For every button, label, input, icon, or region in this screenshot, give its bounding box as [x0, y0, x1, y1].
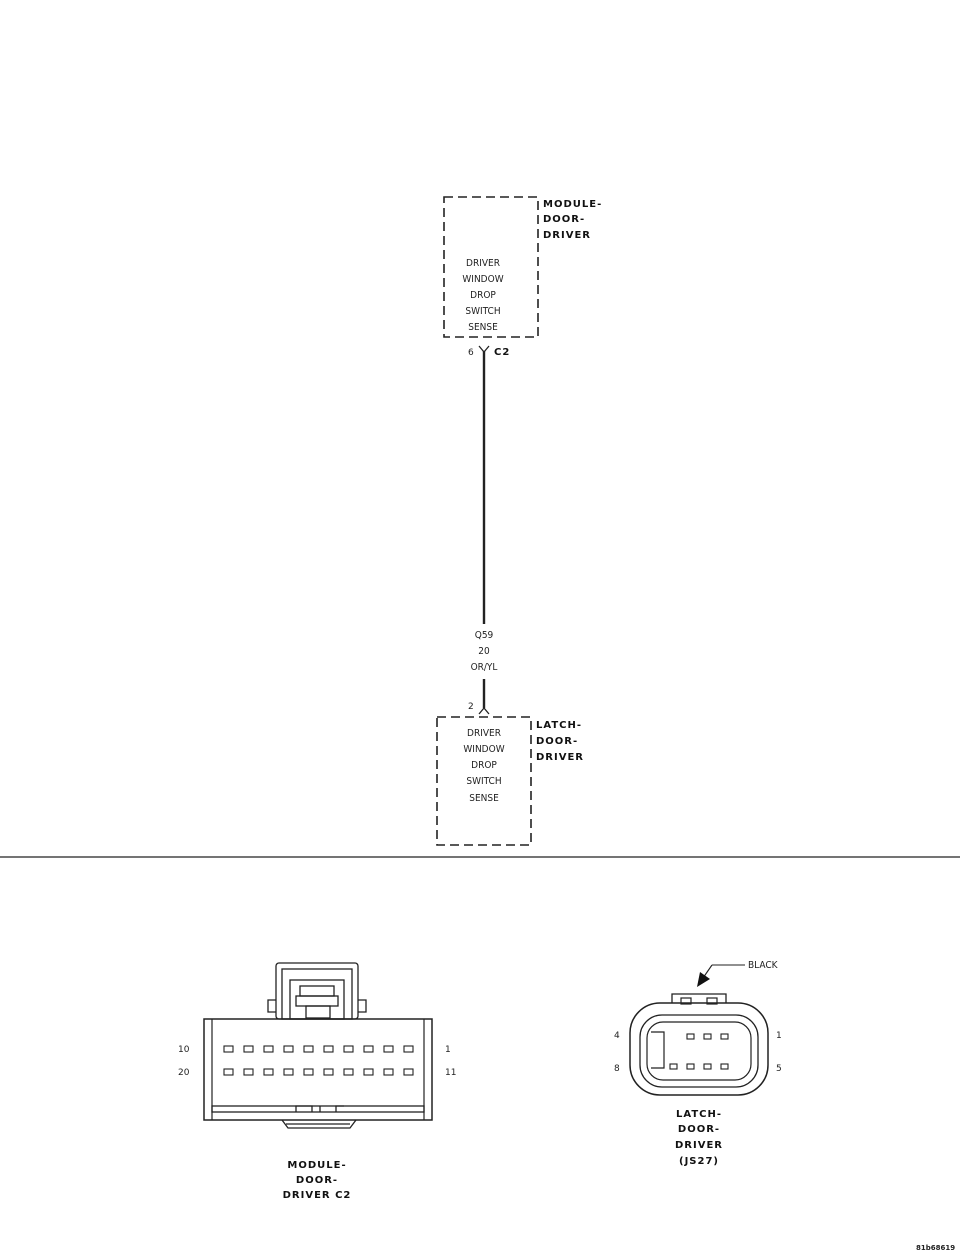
- c2-cavity: [323, 1068, 334, 1076]
- c2-cavity: [263, 1068, 274, 1076]
- c2-cavity: [403, 1068, 414, 1076]
- js27-cavity: [669, 1063, 678, 1070]
- c2-cavity: [303, 1045, 314, 1053]
- c2-cavity: [363, 1068, 374, 1076]
- latch-function-line-3: DROP: [471, 760, 497, 771]
- js27-caption-line-1: LATCH-: [676, 1109, 722, 1120]
- latch-connector-terminal-icon: [478, 706, 490, 715]
- js27-cavity: [686, 1063, 695, 1070]
- module-pin-number: 6: [468, 348, 474, 358]
- module-function-line-4: SWITCH: [465, 306, 500, 317]
- c2-pin-label-10: 10: [178, 1045, 190, 1055]
- latch-door-driver-box: [436, 716, 532, 846]
- module-function-line-2: WINDOW: [462, 274, 503, 285]
- c2-pin-label-11: 11: [445, 1068, 456, 1078]
- module-function-line-3: DROP: [470, 290, 496, 301]
- js27-cavity: [686, 1033, 695, 1040]
- module-name-line-2: DOOR-: [543, 214, 585, 225]
- c2-cavity: [223, 1045, 234, 1053]
- module-name-line-1: MODULE-: [543, 199, 602, 210]
- latch-name-line-1: LATCH-: [536, 720, 582, 731]
- c2-cavity: [383, 1045, 394, 1053]
- c2-cavity: [343, 1068, 354, 1076]
- wire-circuit-label: Q59: [475, 630, 494, 641]
- latch-name-line-2: DOOR-: [536, 736, 578, 747]
- connector-c2-cavities-row-2: [223, 1068, 414, 1076]
- latch-function-line-4: SWITCH: [466, 776, 501, 787]
- js27-pin-label-1: 1: [776, 1031, 782, 1041]
- c2-pin-label-20: 20: [178, 1068, 190, 1078]
- js27-caption-line-2: DOOR-: [678, 1124, 720, 1135]
- c2-cavity: [383, 1068, 394, 1076]
- c2-cavity: [303, 1068, 314, 1076]
- c2-cavity: [323, 1045, 334, 1053]
- c2-caption-line-3: DRIVER C2: [283, 1190, 352, 1201]
- color-callout-label: BLACK: [748, 960, 779, 971]
- connector-c2-face-view: 10 1 20 11 MODULE- DOOR- DRIVER C2: [178, 962, 456, 1201]
- latch-pin-number: 2: [468, 702, 474, 712]
- latch-name-line-3: DRIVER: [536, 752, 584, 763]
- module-door-driver-component: MODULE- DOOR- DRIVER DRIVER WINDOW DROP …: [443, 196, 602, 358]
- latch-door-driver-component: 2 LATCH- DOOR- DRIVER DRIVER WINDOW DROP…: [436, 702, 584, 846]
- c2-caption-line-2: DOOR-: [296, 1175, 338, 1186]
- c2-cavity: [403, 1045, 414, 1053]
- js27-cavity: [703, 1033, 712, 1040]
- wire-color-label: OR/YL: [471, 662, 498, 673]
- js27-cavity: [703, 1063, 712, 1070]
- c2-cavity: [283, 1045, 294, 1053]
- js27-caption-line-4: (JS27): [679, 1156, 719, 1167]
- module-door-driver-box: [443, 196, 539, 338]
- latch-function-line-5: SENSE: [469, 793, 499, 804]
- js27-caption-line-3: DRIVER: [675, 1140, 723, 1151]
- c2-caption-line-1: MODULE-: [287, 1160, 346, 1171]
- c2-cavity: [243, 1045, 254, 1053]
- c2-cavity: [223, 1068, 234, 1076]
- figure-id: 81b68619: [916, 1244, 955, 1252]
- connector-js27-shell: [629, 1002, 769, 1096]
- js27-pin-label-4: 4: [614, 1031, 620, 1041]
- latch-function-line-1: DRIVER: [467, 728, 501, 739]
- c2-pin-label-1: 1: [445, 1045, 451, 1055]
- module-function-line-5: SENSE: [468, 322, 498, 333]
- c2-cavity: [263, 1045, 274, 1053]
- black-callout-arrow-icon: [697, 972, 710, 987]
- c2-cavity: [283, 1068, 294, 1076]
- latch-function-line-2: WINDOW: [463, 744, 504, 755]
- c2-cavity: [363, 1045, 374, 1053]
- module-connector-id: C2: [494, 347, 510, 358]
- connector-c2-cavities-row-1: [223, 1045, 414, 1053]
- js27-pin-label-8: 8: [614, 1064, 620, 1074]
- js27-cavity: [720, 1033, 729, 1040]
- js27-cavity: [720, 1063, 729, 1070]
- connector-c2-body: [203, 1018, 433, 1121]
- module-name-line-3: DRIVER: [543, 230, 591, 241]
- js27-pin-label-5: 5: [776, 1064, 782, 1074]
- connector-js27-face-view: BLACK 4 1 8 5 LATCH- DOOR- DRIVER (JS27): [614, 960, 782, 1167]
- module-function-line-1: DRIVER: [466, 258, 500, 269]
- connector-js27-cavities: [669, 1033, 729, 1070]
- c2-cavity: [343, 1045, 354, 1053]
- wire-gauge-label: 20: [478, 646, 490, 657]
- c2-cavity: [243, 1068, 254, 1076]
